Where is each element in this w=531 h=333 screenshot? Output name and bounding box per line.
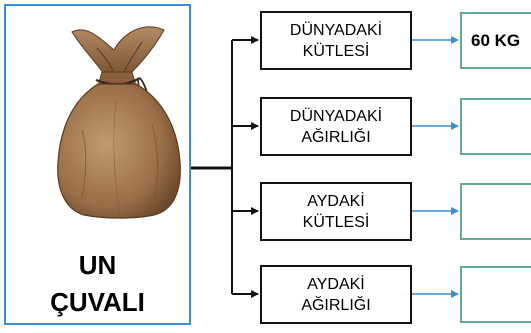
- property-label-line2: KÜTLESİ: [302, 213, 370, 231]
- sack-label-line1: UN: [78, 250, 117, 280]
- property-label-line1: AYDAKİ: [307, 275, 365, 293]
- property-box-moon-mass: AYDAKİ KÜTLESİ: [260, 182, 412, 241]
- property-label-line2: AĞIRLIĞI: [301, 296, 371, 314]
- property-label-line1: DÜNYADAKİ: [289, 21, 383, 39]
- property-label-line2: KÜTLESİ: [302, 42, 370, 60]
- property-box-moon-weight: AYDAKİ AĞIRLIĞI: [260, 265, 412, 324]
- property-label-line2: AĞIRLIĞI: [301, 128, 371, 146]
- property-box-earth-mass: DÜNYADAKİ KÜTLESİ: [260, 11, 412, 70]
- sack-label-line2: ÇUVALI: [50, 287, 145, 317]
- value-box-moon-mass[interactable]: [460, 183, 531, 240]
- property-label-line1: AYDAKİ: [307, 192, 365, 210]
- value-box-earth-weight[interactable]: [460, 98, 531, 155]
- flour-sack-box: UN ÇUVALI: [4, 4, 191, 325]
- value-box-earth-mass[interactable]: 60 KG: [460, 12, 531, 69]
- value-box-moon-weight[interactable]: [460, 266, 531, 323]
- property-label-line1: DÜNYADAKİ: [289, 107, 383, 125]
- flour-sack-icon: [57, 26, 181, 219]
- property-box-earth-weight: DÜNYADAKİ AĞIRLIĞI: [260, 97, 412, 156]
